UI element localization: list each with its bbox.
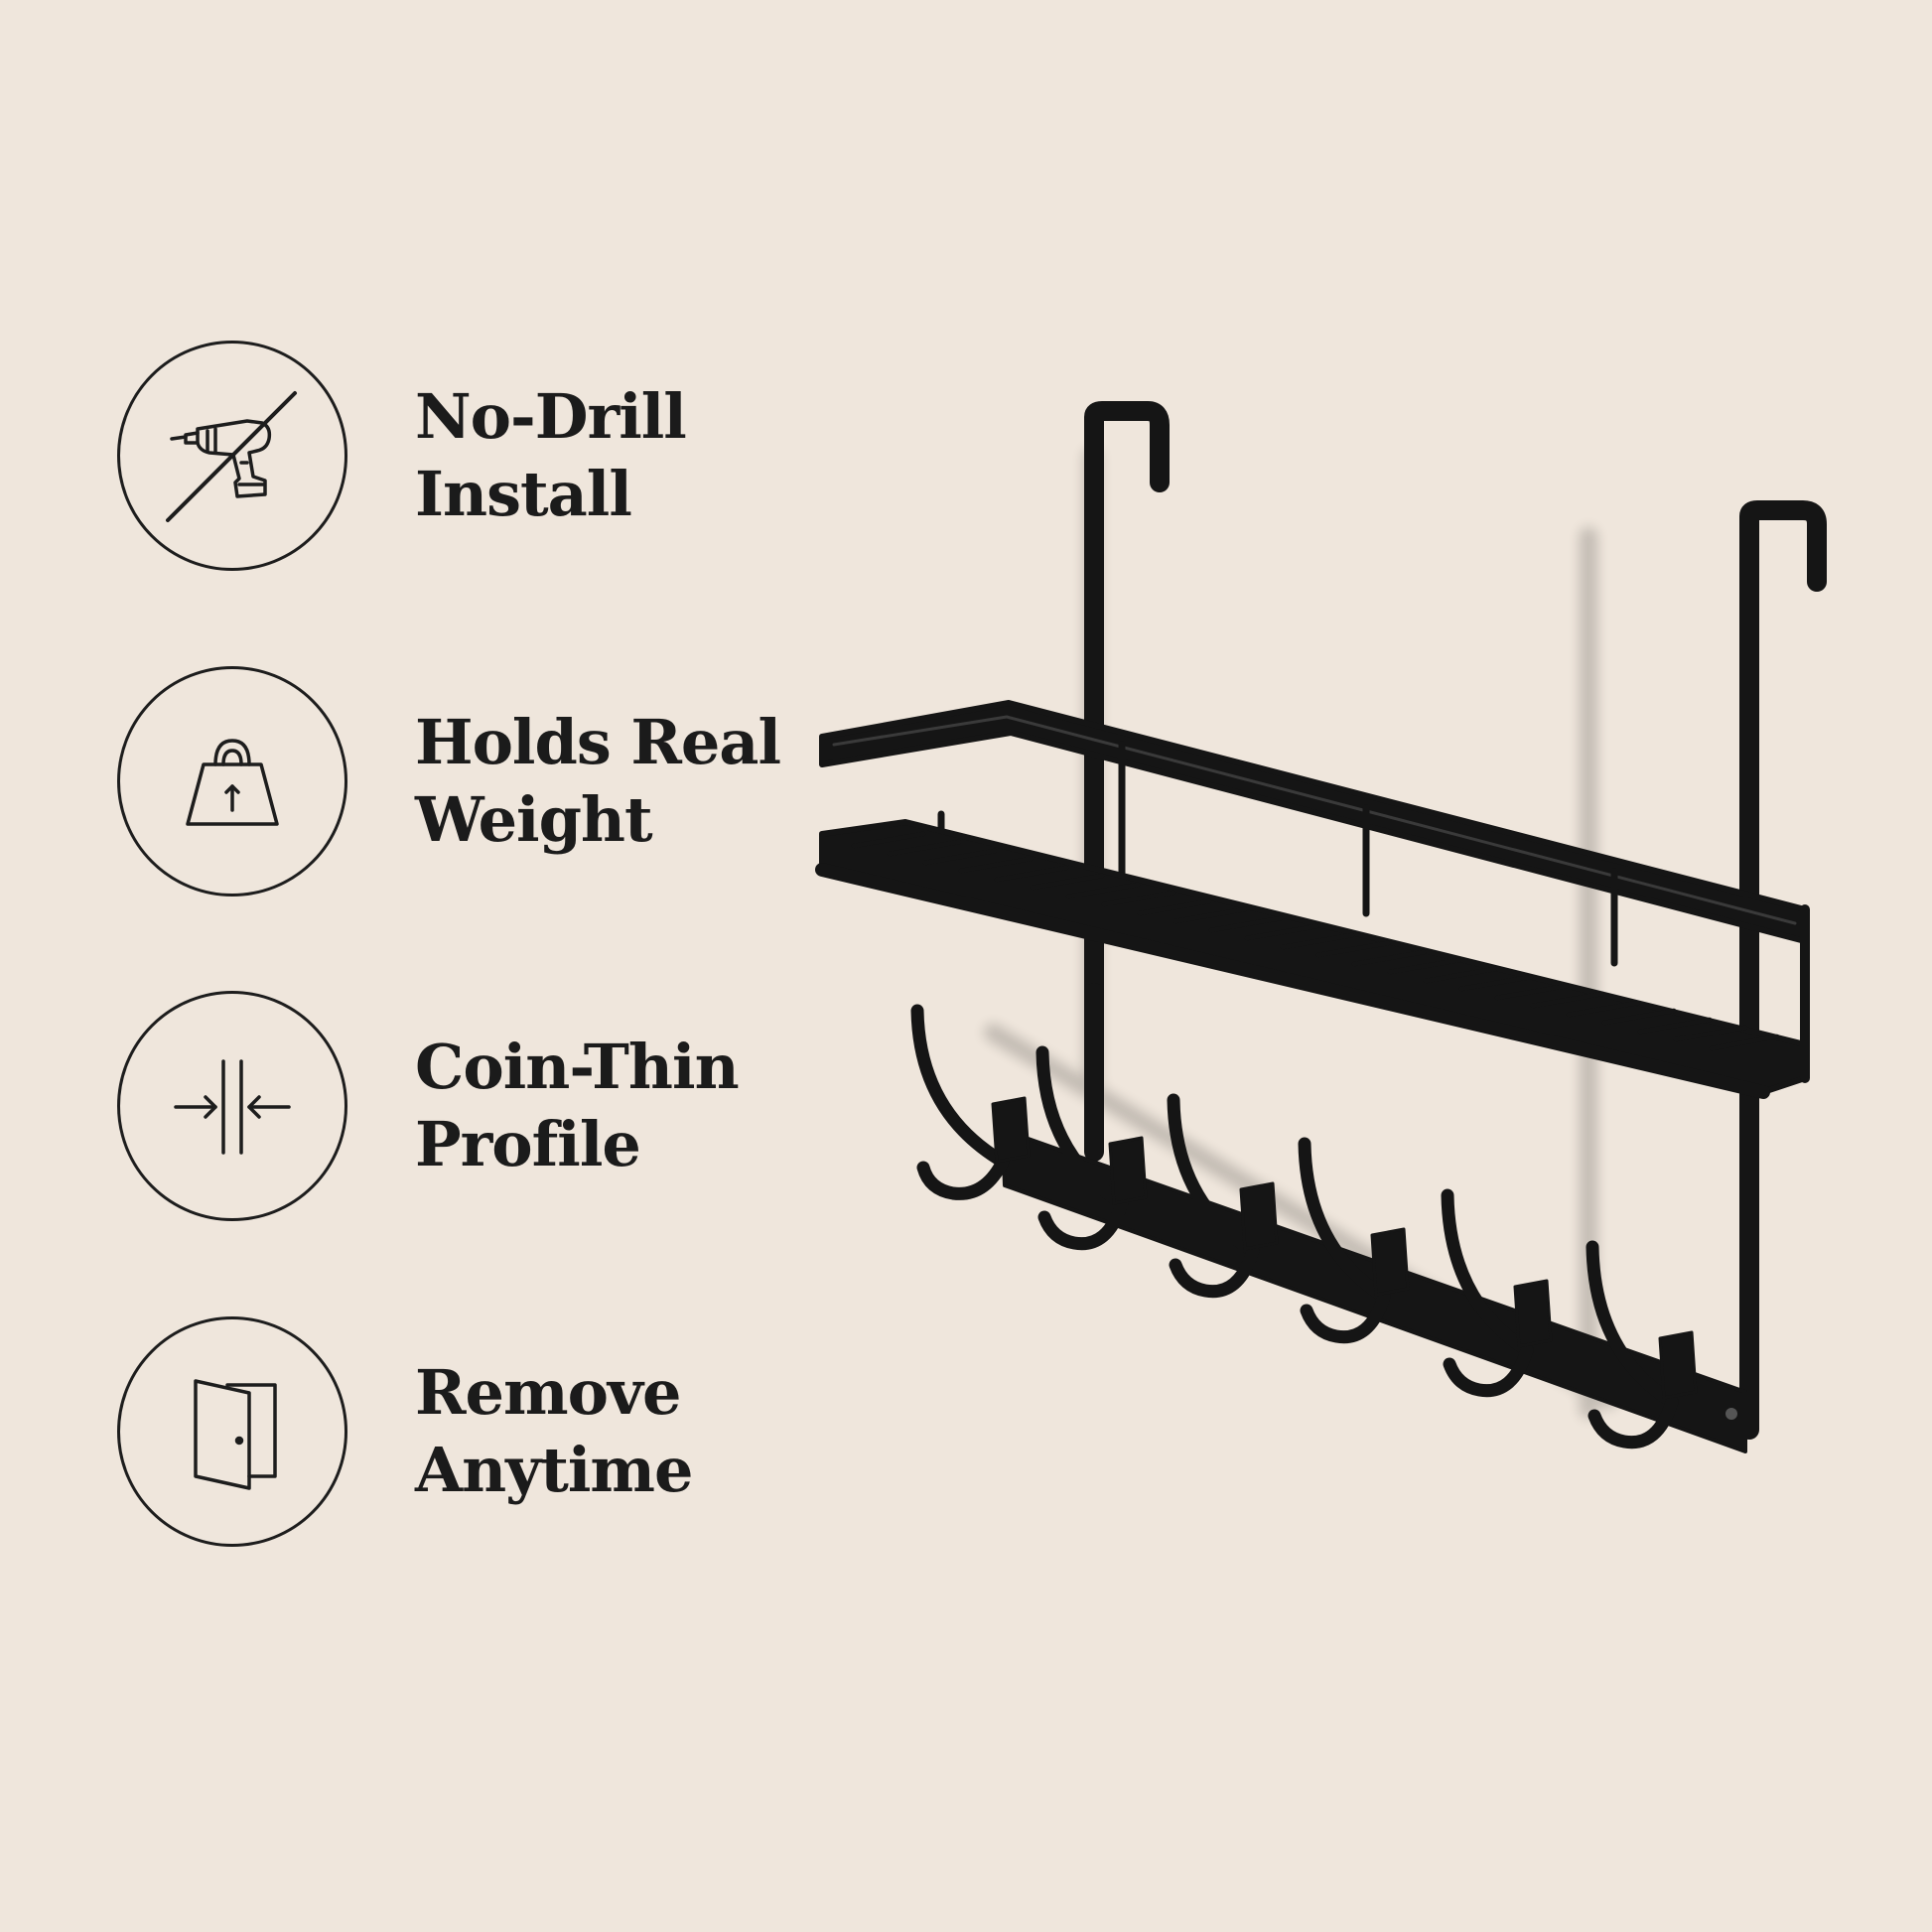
thin-profile-icon xyxy=(117,991,347,1221)
feature-label: No-Drill Install xyxy=(415,378,687,533)
door-icon xyxy=(117,1316,347,1547)
feature-label-line2: Anytime xyxy=(415,1434,693,1506)
feature-label-line2: Profile xyxy=(415,1108,641,1180)
feature-label-line1: No-Drill xyxy=(415,380,687,453)
no-drill-icon xyxy=(117,341,347,571)
feature-label-line2: Install xyxy=(415,458,632,530)
feature-label-line1: Remove xyxy=(415,1356,681,1429)
feature-weight: Holds Real Weight xyxy=(117,664,872,898)
feature-thin-profile: Coin-Thin Profile xyxy=(117,989,872,1223)
feature-no-drill: No-Drill Install xyxy=(117,339,872,573)
feature-remove: Remove Anytime xyxy=(117,1314,872,1549)
over-door-rack-illustration xyxy=(794,397,1847,1489)
feature-label: Coin-Thin Profile xyxy=(415,1029,740,1183)
feature-label-line2: Weight xyxy=(415,783,653,856)
weight-icon xyxy=(117,666,347,897)
feature-label: Holds Real Weight xyxy=(415,704,781,859)
feature-label-line1: Holds Real xyxy=(415,706,781,778)
feature-label: Remove Anytime xyxy=(415,1354,693,1509)
feature-label-line1: Coin-Thin xyxy=(415,1031,740,1103)
